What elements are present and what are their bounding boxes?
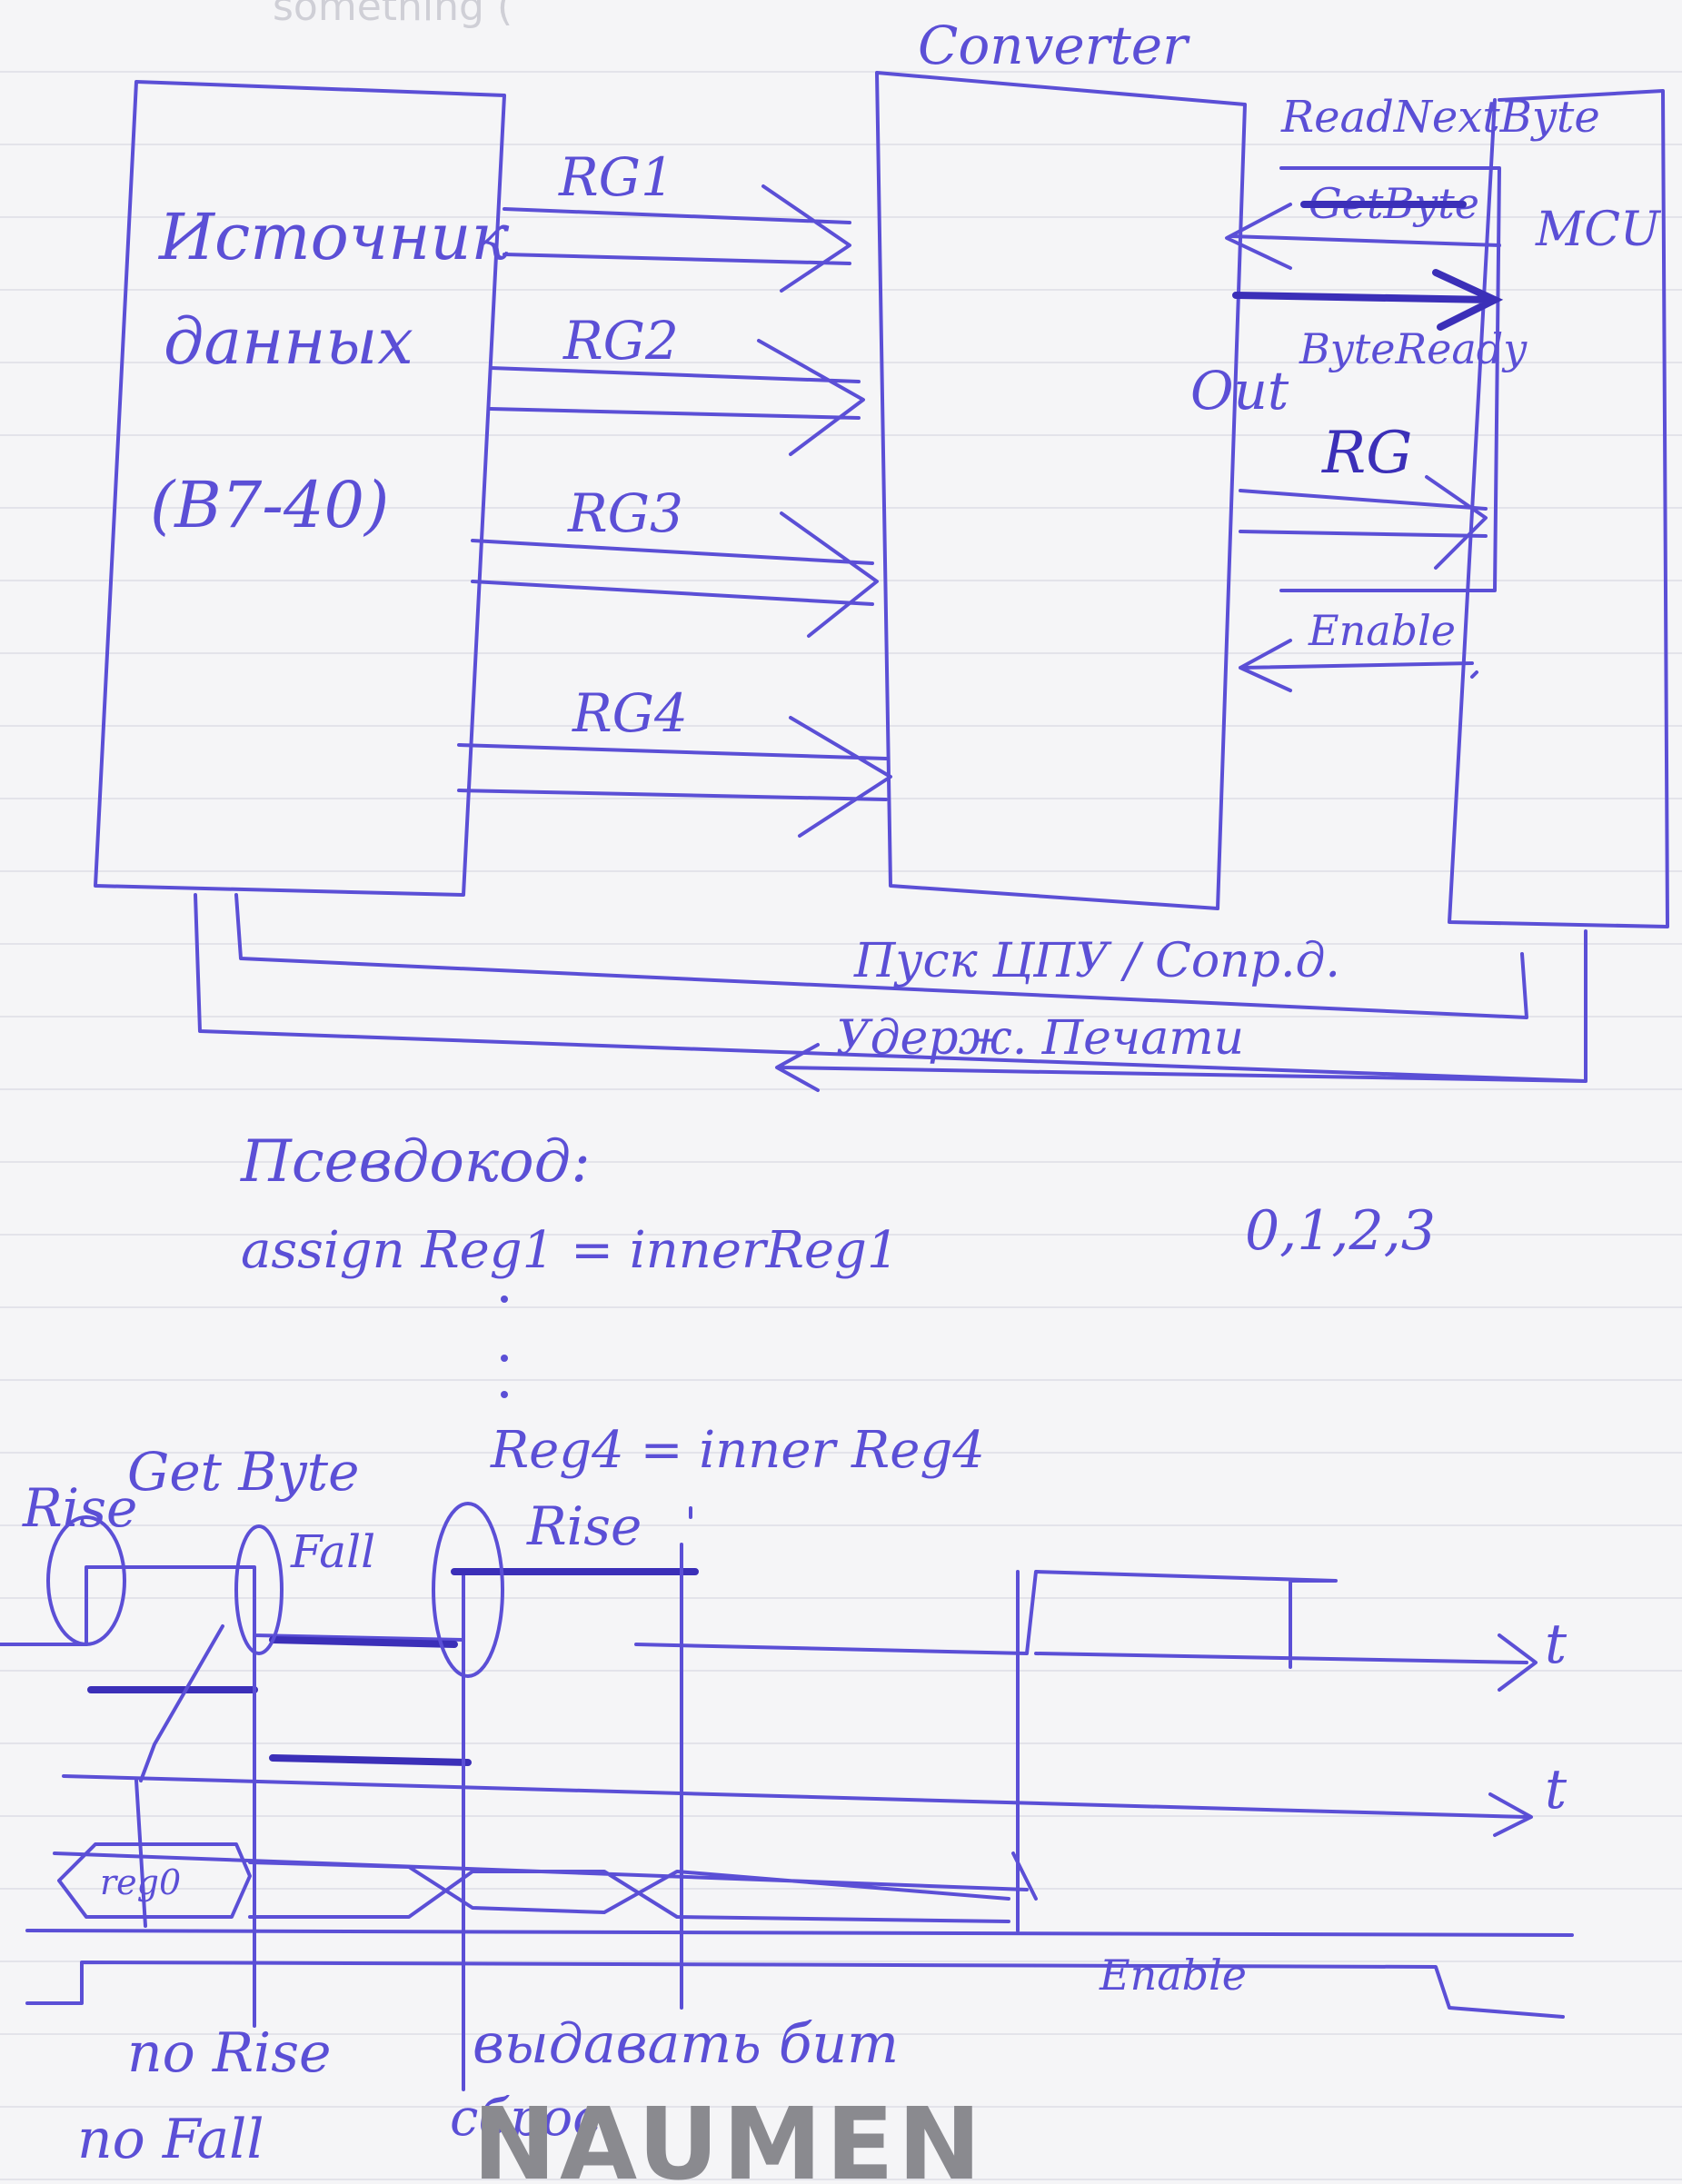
bus-rg2: RG2 bbox=[489, 310, 865, 456]
rise-edge-circle-2 bbox=[432, 1502, 504, 1678]
timing-get-byte-label: Get Byte bbox=[127, 1441, 359, 1503]
bus-label-rg2: RG2 bbox=[562, 310, 679, 372]
waveform-highlight bbox=[269, 1568, 699, 1648]
feedback-line-1 bbox=[234, 893, 1528, 1019]
rise-to-bus-arrow bbox=[134, 1624, 224, 1928]
feedback-line-2 bbox=[194, 893, 1587, 1092]
pseudocode-indices: 0,1,2,3 bbox=[1245, 1199, 1436, 1263]
enable-tick bbox=[1470, 670, 1478, 679]
byte-ready-edge bbox=[1011, 1570, 1038, 1932]
enable-arrow bbox=[1239, 639, 1474, 692]
note-fall: по Fall bbox=[77, 2108, 264, 2171]
mcu-label: MCU bbox=[1535, 203, 1662, 257]
note-rise-action: выдавать бит bbox=[473, 2012, 899, 2076]
timing-rise-label-2: Rise bbox=[526, 1495, 642, 1557]
source-label-line2: данных bbox=[164, 304, 413, 379]
signal-enable: Enable bbox=[1308, 606, 1456, 655]
bus-label-rg4: RG4 bbox=[572, 682, 688, 744]
waveform-2 bbox=[62, 1774, 1533, 1837]
timing-t-label-2: t bbox=[1545, 1758, 1568, 1822]
converter-title: Converter bbox=[918, 15, 1190, 76]
converter-block bbox=[875, 71, 1247, 910]
bus-label-rg1: RG1 bbox=[558, 146, 674, 208]
byte-ready-arrow bbox=[1232, 269, 1504, 331]
timing-enable-label: Enable bbox=[1099, 1951, 1247, 2000]
timing-markers bbox=[253, 1543, 683, 2091]
bus-hexagon-reg0 bbox=[57, 1842, 252, 1919]
signal-out-label: Out bbox=[1190, 360, 1289, 422]
timing-fall-label: Fall bbox=[290, 1525, 375, 1578]
faint-top-text: something ( bbox=[273, 0, 513, 30]
get-byte-arrow bbox=[1225, 203, 1501, 270]
waveform-get-byte bbox=[0, 1506, 1528, 1669]
note-rise: по Rise bbox=[127, 2021, 332, 2085]
feedback-label-1: Пуск ЦПУ / Сопр.д. bbox=[853, 934, 1340, 988]
mcu-block bbox=[1448, 89, 1669, 928]
bus-transitions bbox=[53, 1851, 1029, 1923]
bus-rg3: RG3 bbox=[471, 482, 879, 638]
pseudocode-title: Псевдокод: bbox=[240, 1128, 591, 1196]
signal-out-rg: RG bbox=[1321, 420, 1412, 487]
bus-rg1: RG1 bbox=[503, 146, 851, 293]
waveform-1-arrow bbox=[1498, 1633, 1538, 1692]
signal-byte-ready: ByteReady bbox=[1299, 324, 1528, 373]
bus-rg4: RG4 bbox=[457, 682, 892, 838]
bus-baseline bbox=[25, 1929, 1574, 1937]
source-block bbox=[94, 80, 506, 897]
pseudocode-ellipsis bbox=[501, 1296, 508, 1398]
out-rg-arrow bbox=[1239, 475, 1488, 570]
feedback-label-2: Удерж. Печати bbox=[836, 1011, 1244, 1066]
waveform-2-highlight bbox=[87, 1686, 472, 1766]
pseudocode-line2: Reg4 = inner Reg4 bbox=[490, 1421, 985, 1480]
pseudocode-line1: assign Reg1 = innerReg1 bbox=[241, 1221, 900, 1280]
note-fall-action: сброс bbox=[450, 2089, 601, 2148]
source-label-line3: (B7-40) bbox=[150, 468, 389, 542]
source-label-line1: Источник bbox=[157, 200, 510, 274]
rise-edge-circle bbox=[46, 1515, 126, 1646]
waveform-enable bbox=[25, 1961, 1565, 2019]
timing-rise-label: Rise bbox=[22, 1477, 137, 1539]
bus-label-rg3: RG3 bbox=[567, 482, 683, 544]
timing-t-label-1: t bbox=[1545, 1613, 1568, 1676]
fall-edge-circle bbox=[234, 1524, 284, 1655]
signal-read-next-byte: ReadNextByte bbox=[1280, 92, 1600, 143]
signal-bus-frame bbox=[1279, 166, 1501, 592]
naumen-logo: NAUMEN bbox=[473, 2086, 985, 2184]
